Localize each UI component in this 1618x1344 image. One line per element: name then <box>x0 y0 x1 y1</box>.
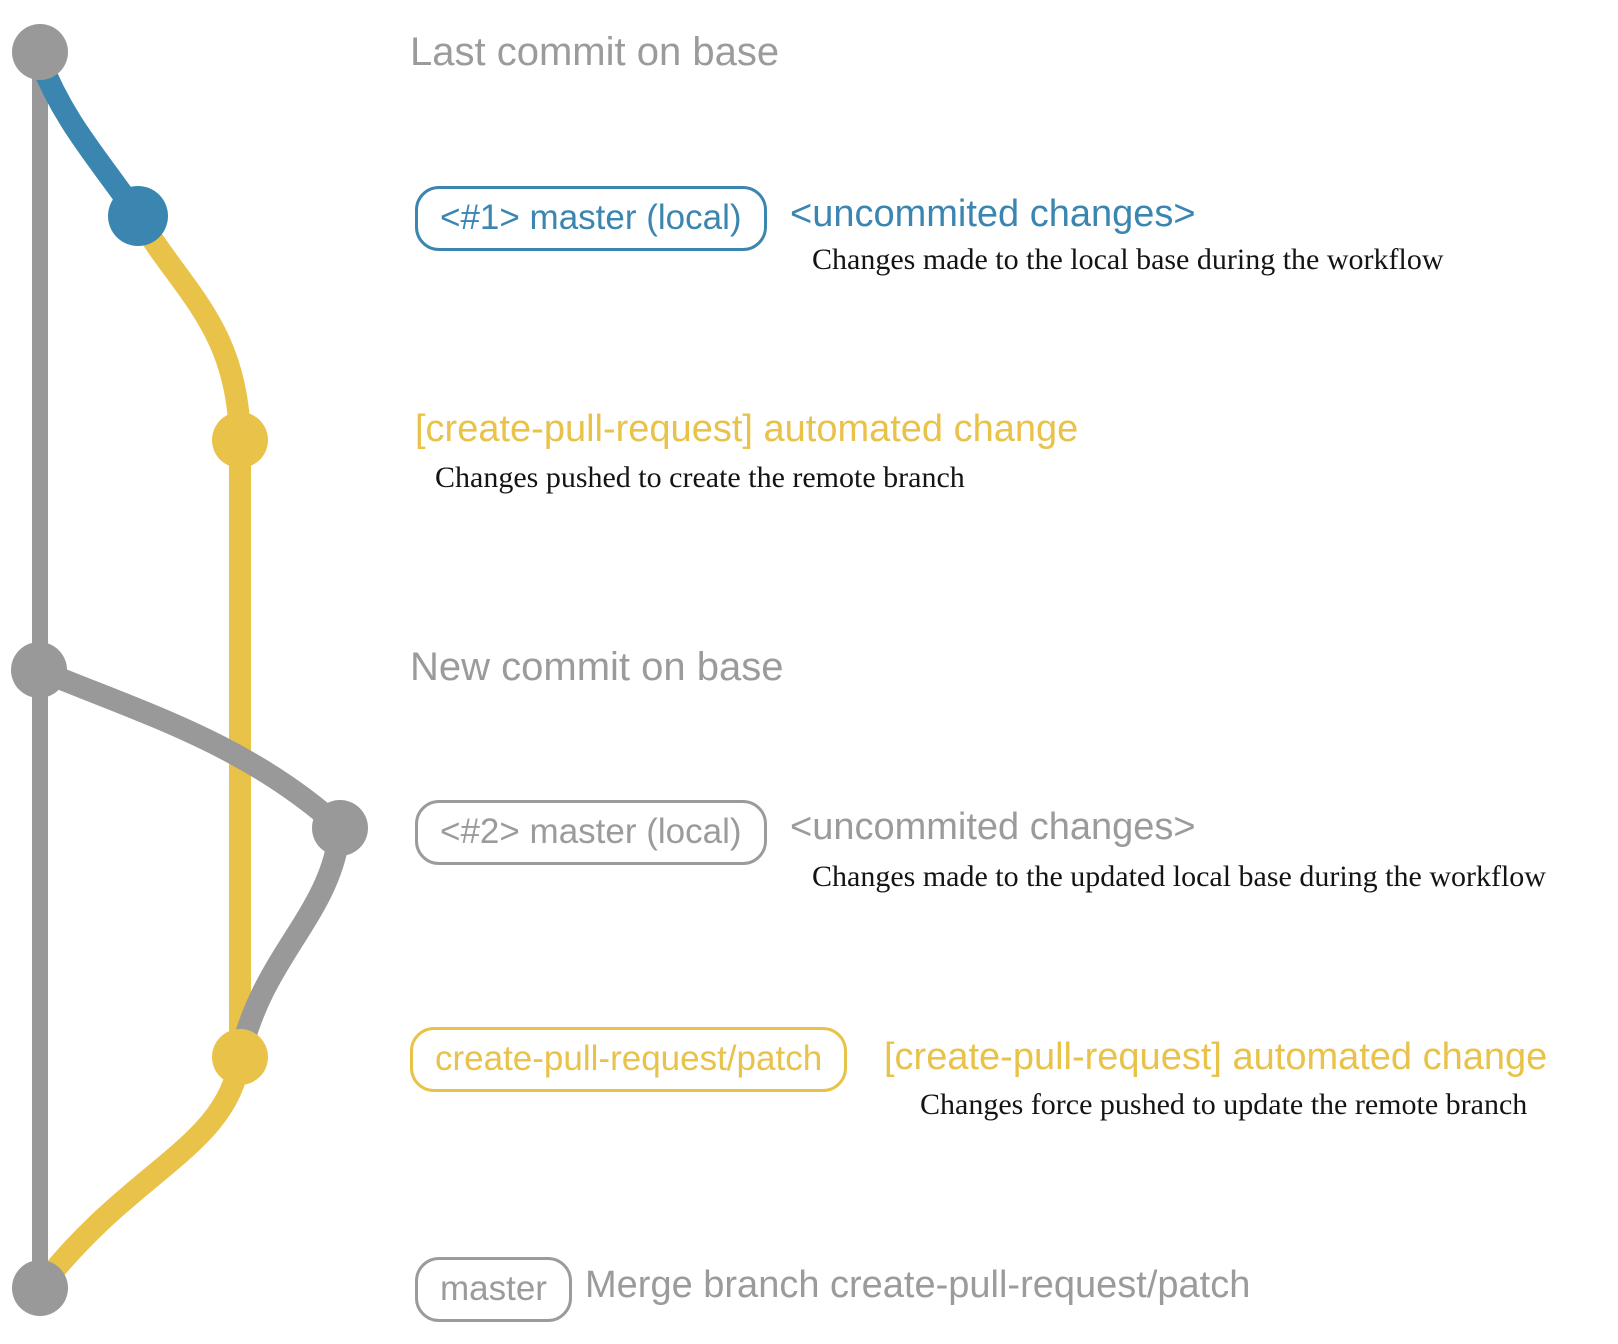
commit-dot-remote-patch-1 <box>212 412 268 468</box>
patch-branch-line <box>127 205 251 1068</box>
commit-dot-merge <box>12 1260 68 1316</box>
label-uncommited-changes-2: <uncommited changes> <box>790 806 1196 848</box>
commit-dot-remote-patch-2 <box>212 1029 268 1085</box>
commit-dot-local-2 <box>312 800 368 856</box>
badge-master-local-2: <#2> master (local) <box>415 800 767 865</box>
label-automated-change-1: [create-pull-request] automated change <box>415 408 1079 450</box>
desc-force-pushed-update-remote: Changes force pushed to update the remot… <box>920 1088 1528 1121</box>
badge-master: master <box>415 1257 572 1322</box>
heading-new-commit-on-base: New commit on base <box>410 645 784 689</box>
patch-merge-line <box>29 1046 251 1299</box>
desc-local-base-changes-2: Changes made to the updated local base d… <box>812 860 1546 893</box>
heading-last-commit-on-base: Last commit on base <box>410 30 780 74</box>
badge-create-pull-request-patch: create-pull-request/patch <box>410 1027 848 1092</box>
commit-dot-base-new <box>11 642 67 698</box>
label-merge-branch: Merge branch create-pull-request/patch <box>585 1264 1251 1306</box>
commit-dot-base-tip <box>12 24 68 80</box>
local-2-to-patch-line <box>229 817 351 1068</box>
commit-dot-local-1 <box>108 186 168 246</box>
base-to-local-2-line <box>28 659 351 839</box>
badge-master-local-1: <#1> master (local) <box>415 186 767 251</box>
desc-local-base-changes-1: Changes made to the local base during th… <box>812 243 1444 276</box>
label-uncommited-changes-1: <uncommited changes> <box>790 193 1196 235</box>
desc-pushed-create-remote: Changes pushed to create the remote bran… <box>435 461 965 494</box>
label-automated-change-2: [create-pull-request] automated change <box>884 1036 1548 1078</box>
